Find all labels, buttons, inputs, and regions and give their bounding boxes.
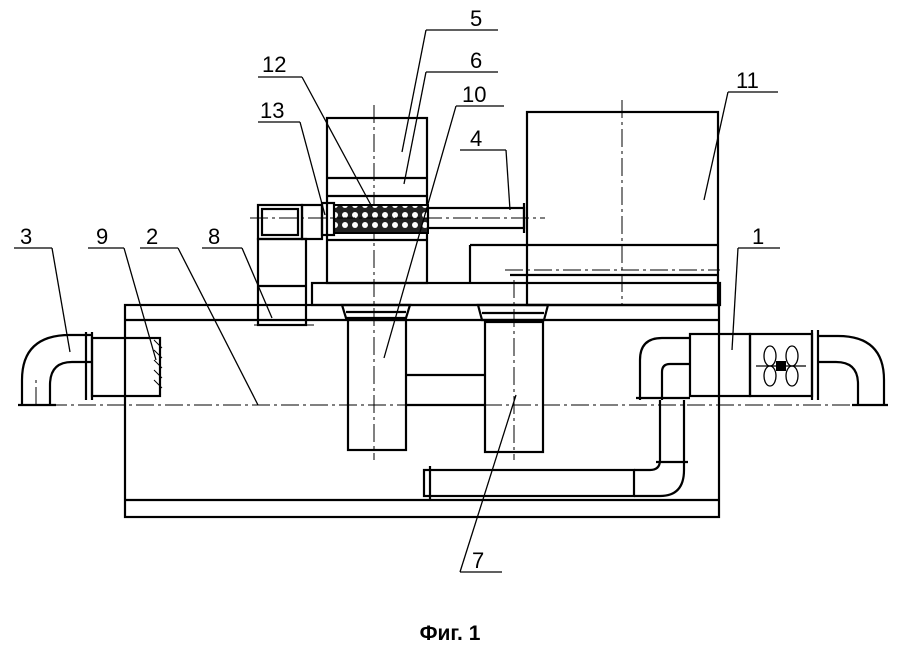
label-13: 13 <box>260 98 284 123</box>
label-5: 5 <box>470 6 482 31</box>
fan-impeller-icon <box>756 345 806 387</box>
right-outlet-elbow <box>818 334 888 407</box>
left-inlet-elbow <box>18 332 94 407</box>
column-10 <box>340 303 485 452</box>
column-unit-5 <box>325 105 429 460</box>
tank-housing <box>123 303 721 519</box>
bottom-return-pipe <box>422 400 688 500</box>
label-2: 2 <box>146 224 158 249</box>
right-intake-pipe <box>636 330 820 400</box>
label-6: 6 <box>470 48 482 73</box>
upper-deck <box>310 281 722 307</box>
label-7: 7 <box>472 548 484 573</box>
leader-lines <box>14 29 780 573</box>
label-10: 10 <box>462 82 486 107</box>
label-1: 1 <box>752 224 764 249</box>
column-7 <box>476 280 550 460</box>
box-11 <box>468 100 720 307</box>
label-9: 9 <box>96 224 108 249</box>
label-4: 4 <box>470 126 482 151</box>
figure-caption: Фиг. 1 <box>420 622 481 645</box>
rod-4 <box>250 203 545 233</box>
left-inlet-pipe <box>90 336 163 398</box>
side-block-8 <box>254 203 324 327</box>
label-11: 11 <box>736 68 759 93</box>
label-12: 12 <box>262 52 286 77</box>
label-8: 8 <box>208 224 220 249</box>
label-3: 3 <box>20 224 32 249</box>
filter-cartridge <box>320 201 429 237</box>
